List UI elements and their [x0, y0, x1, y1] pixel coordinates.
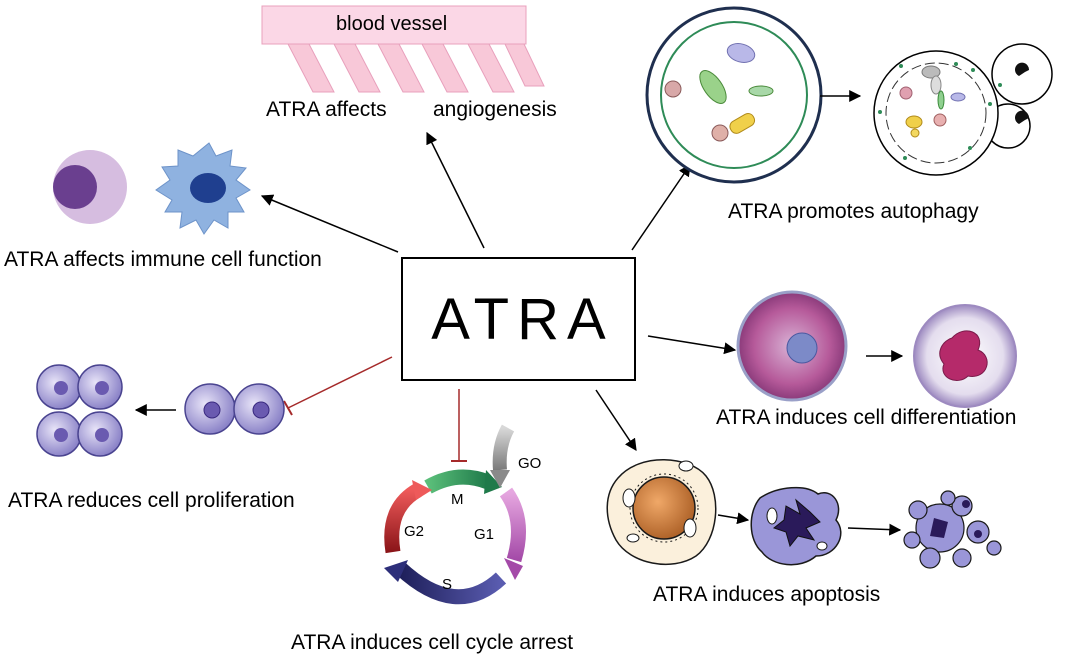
cell-cycle-label: ATRA induces cell cycle arrest — [291, 631, 574, 654]
apoptosis-label: ATRA induces apoptosis — [653, 583, 881, 606]
atra-center-label: ATRA — [431, 286, 614, 352]
arrow-differentiation — [647, 335, 737, 355]
cell-cycle-illustration — [384, 424, 526, 605]
inhibit-proliferation — [287, 356, 393, 409]
activation-arrows — [260, 131, 737, 451]
arrow-angiogenesis — [426, 131, 485, 249]
phase-g0-arc — [492, 424, 515, 471]
phase-g2-arc — [384, 483, 423, 554]
proliferation-illustration — [36, 364, 285, 457]
autophagy-illustration — [645, 6, 1053, 184]
arrow-immune — [260, 194, 399, 253]
arrow-autophagy — [631, 164, 691, 251]
immune-label: ATRA affects immune cell function — [4, 248, 322, 271]
apoptotic-bodies — [903, 490, 1002, 569]
atra-center-box: ATRA — [401, 257, 636, 381]
arrow-apoptosis-stage1 — [717, 512, 750, 525]
apoptosis-illustration — [606, 459, 1002, 569]
differentiation-illustration — [736, 290, 1017, 408]
autophagy-label: ATRA promotes autophagy — [728, 200, 979, 223]
angiogenesis-label-left: ATRA affects — [266, 98, 387, 121]
blood-vessel-label: blood vessel — [336, 13, 448, 35]
proliferation-label: ATRA reduces cell proliferation — [8, 489, 295, 512]
phase-s-label: S — [442, 576, 453, 593]
inhibit-proliferation-bar — [283, 400, 293, 416]
phase-g1-arc — [499, 487, 526, 563]
phase-m-arc — [424, 469, 491, 494]
immune-cells-illustration — [53, 142, 251, 235]
arrow-apoptosis — [595, 389, 637, 451]
angiogenesis-label-right: angiogenesis — [433, 98, 557, 121]
phase-g2-label: G2 — [404, 523, 425, 540]
phase-g0-label: GO — [518, 455, 542, 472]
phase-g1-label: G1 — [474, 526, 495, 543]
blood-vessel-illustration — [261, 5, 545, 93]
phase-m-label: M — [451, 491, 464, 508]
dividing-cells-pair — [184, 383, 285, 435]
proliferated-cells-group — [36, 364, 123, 457]
inhibition-lines — [283, 356, 467, 462]
arrow-apoptosis-stage2 — [847, 523, 902, 536]
differentiation-label: ATRA induces cell differentiation — [716, 406, 1017, 429]
phase-s-arc — [394, 562, 507, 605]
